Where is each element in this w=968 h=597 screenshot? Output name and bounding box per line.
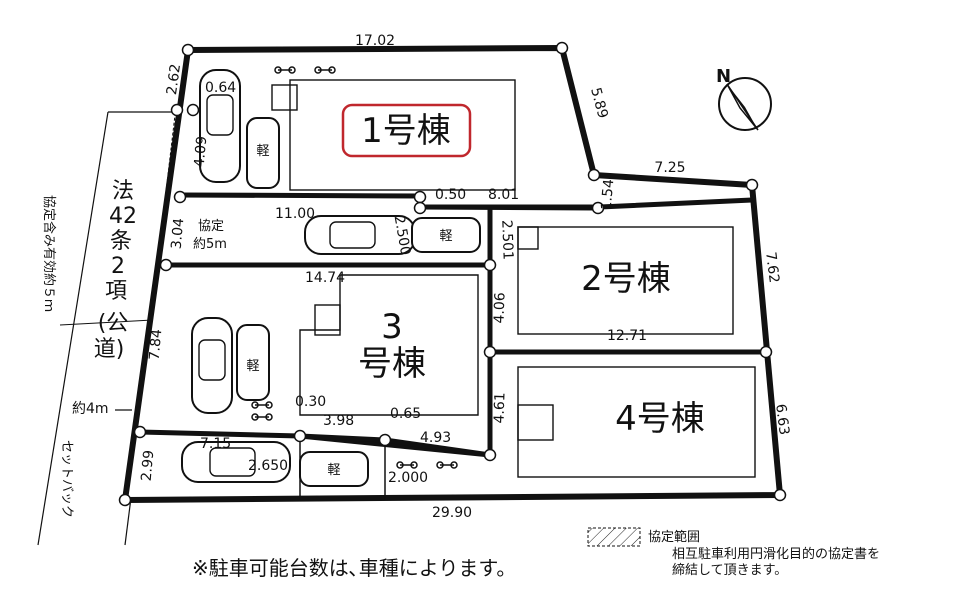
dim-7-15: 7.15 (200, 436, 231, 452)
dim-0-50: 0.50 (435, 187, 466, 203)
building-2-label: 2号棟 (581, 259, 671, 299)
road-width-4m: 約4m (72, 401, 109, 417)
parking-cars: 軽 軽 軽 軽 (181, 69, 481, 487)
dimension-labels: 17.02 2.62 0.64 5.89 4.09 7.25 1.54 0.50… (139, 33, 792, 521)
building-1-highlight (341, 103, 472, 158)
car-lot1-kei: 軽 (246, 117, 280, 189)
legend-title: 協定範囲 (648, 530, 700, 545)
building-outlines (271, 79, 756, 478)
kei-label-1: 軽 (256, 144, 269, 159)
parking-footnote: ※駐車可能台数は､車種によります。 (192, 556, 516, 580)
bicycle-icon (396, 461, 418, 469)
legend-line-1: 相互駐車利用円滑化目的の協定書を (672, 546, 880, 562)
legend-line-2: 締結して頂きます。 (672, 562, 787, 578)
dim-1-54: 1.54 (599, 178, 618, 211)
dim-29-90: 29.90 (432, 505, 472, 521)
dim-12-71: 12.71 (607, 328, 647, 344)
dim-2-62: 2.62 (164, 63, 184, 96)
svg-text:(公: (公 (98, 311, 129, 336)
car-lot3-standard (191, 317, 233, 414)
bicycle-icon (436, 461, 458, 469)
dim-2-501: 2.501 (498, 220, 515, 261)
dim-0-30: 0.30 (295, 394, 326, 410)
dim-3-04: 3.04 (169, 217, 188, 250)
car-lot3-kei: 軽 (236, 324, 270, 401)
agreement-label: 協定 (198, 219, 224, 234)
dim-2-000: 2.000 (388, 470, 428, 486)
bicycle-icon (274, 66, 296, 74)
dim-2-99: 2.99 (139, 449, 158, 481)
dim-2-500: 2.500 (391, 214, 414, 256)
bicycle-icon (251, 401, 273, 409)
dim-7-25: 7.25 (654, 160, 685, 176)
dim-4-09: 4.09 (192, 135, 211, 167)
kei-label-3: 軽 (246, 359, 259, 374)
dim-14-74: 14.74 (305, 270, 345, 286)
building-2-outline (517, 226, 734, 335)
dim-4-61: 4.61 (491, 392, 508, 424)
dim-4-93: 4.93 (420, 430, 451, 446)
compass-north-label: N (716, 66, 731, 87)
dim-0-64: 0.64 (205, 80, 236, 96)
agreement-length: 約5m (193, 237, 227, 252)
road-width-note: 協定含み有効約５ｍ (41, 195, 57, 312)
boundary-points (118, 41, 787, 507)
car-shared-kei: 軽 (411, 217, 481, 253)
building-1-outline (289, 79, 516, 191)
dim-8-01: 8.01 (488, 187, 519, 203)
dim-17-02: 17.02 (355, 33, 395, 49)
svg-text:項: 項 (105, 279, 127, 304)
building-3-label-suffix: 号棟 (358, 344, 426, 384)
car-lot4-standard (181, 441, 291, 483)
kei-label-2: 軽 (439, 229, 452, 244)
building-1-label: 1号棟 (361, 111, 451, 151)
dim-3-98: 3.98 (323, 413, 354, 429)
dim-0-65: 0.65 (390, 406, 421, 422)
building-4-label: 4号棟 (615, 399, 705, 439)
dim-2-650: 2.650 (248, 458, 288, 474)
dim-7-62: 7.62 (762, 251, 782, 284)
svg-text:道): 道) (94, 337, 125, 362)
legend: 協定範囲 相互駐車利用円滑化目的の協定書を 締結して頂きます。 (587, 527, 880, 578)
dim-4-06: 4.06 (491, 292, 508, 324)
bicycle-icons (251, 66, 458, 469)
road-label: 法 42 条 2 項 (公 道) (94, 179, 137, 362)
svg-text:法: 法 (112, 179, 134, 204)
svg-text:条: 条 (110, 229, 132, 254)
legend-swatch (587, 527, 641, 547)
svg-text:2: 2 (111, 254, 125, 279)
dim-6-63: 6.63 (772, 403, 792, 436)
dim-5-89: 5.89 (587, 86, 611, 120)
setback-label: セットバック (59, 440, 74, 518)
kei-label-4: 軽 (327, 463, 340, 478)
svg-text:42: 42 (109, 204, 137, 229)
car-lot1-standard (199, 69, 241, 183)
dim-11-00: 11.00 (275, 206, 315, 222)
building-3-label-number: 3 (381, 307, 403, 347)
bicycle-icon (251, 413, 273, 421)
bicycle-icon (314, 66, 336, 74)
dim-7-84: 7.84 (147, 328, 166, 361)
car-lot4-kei: 軽 (299, 451, 369, 487)
compass-icon: N (716, 66, 772, 131)
